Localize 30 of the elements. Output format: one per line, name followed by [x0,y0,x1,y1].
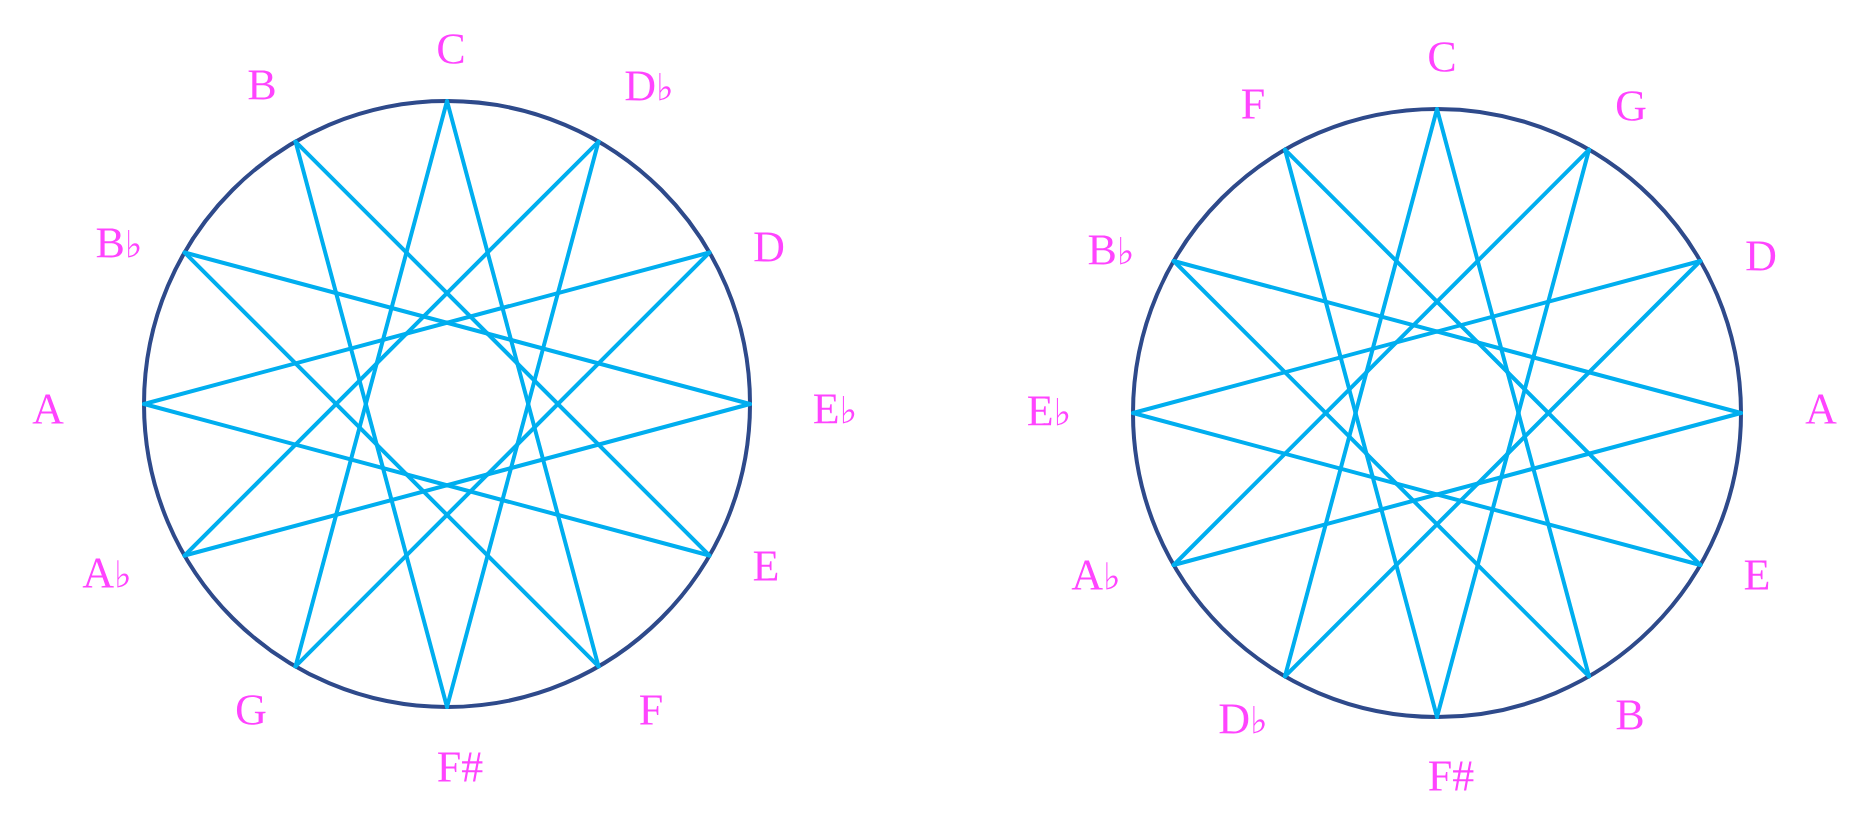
note-label: C [1429,42,1455,72]
note-label: F# [1429,761,1474,791]
note-label: D [754,232,784,262]
star-line [293,139,712,558]
note-label: D [1746,241,1776,271]
star-line [182,250,601,669]
note-label: C [438,34,464,64]
star-line [1171,147,1591,567]
note-label: B♭ [1088,235,1132,265]
note-label: D♭ [1219,704,1265,734]
note-label: A [32,394,64,424]
star-line [1283,147,1703,567]
note-label: E [1744,560,1769,590]
note-label: F [1242,89,1264,119]
star-line [293,250,712,669]
note-label: E [753,551,778,581]
note-label: A♭ [1071,560,1118,590]
note-label: B♭ [96,228,140,258]
note-label: A [1805,394,1837,424]
note-label: E♭ [814,394,855,424]
note-label: F# [438,752,483,782]
note-label: A♭ [82,558,129,588]
note-label: G [236,695,266,725]
note-label: B [1616,700,1643,730]
note-label: G [1616,91,1646,121]
note-label: B [248,70,275,100]
star-line [182,139,601,558]
note-label: D♭ [625,71,671,101]
note-label: E♭ [1028,396,1069,426]
note-label: F [640,695,662,725]
